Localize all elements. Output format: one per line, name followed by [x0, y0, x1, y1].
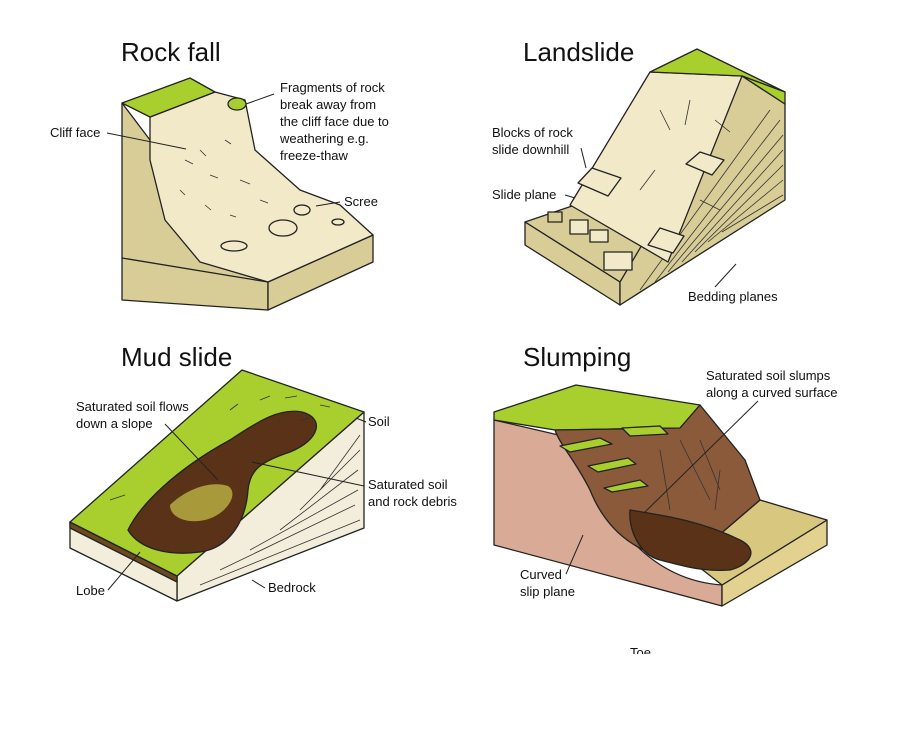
mud-slide-block [69, 369, 365, 602]
toe-label: Toe [630, 645, 651, 660]
rock-block [603, 251, 633, 271]
scree-label: Scree [344, 194, 378, 209]
scree-boulder [331, 218, 345, 226]
cliff-face-label: Cliff face [50, 125, 100, 140]
bedding-planes-leader [714, 263, 737, 288]
blocks-label: Blocks of rock slide downhill [492, 125, 577, 157]
mud-slide-title: Mud slide [121, 342, 232, 372]
mud-flow [127, 410, 317, 554]
rock-block [589, 229, 609, 243]
saturated-flows-leader [164, 423, 219, 481]
rock-block [547, 211, 563, 223]
curved-slip-label: Curved slip plane [520, 567, 575, 599]
scree-boulder [220, 240, 248, 252]
slumping-panel: Slumping Saturated soil slumps along a c… [493, 342, 838, 660]
slumping-block [493, 384, 828, 607]
landslide-title: Landslide [523, 37, 634, 67]
saturated-debris-leader [251, 461, 365, 487]
slide-plane-leader [564, 194, 576, 199]
lobe-leader [107, 551, 141, 591]
scree-leader [315, 201, 341, 207]
saturated-flows-label: Saturated soil flows down a slope [76, 399, 192, 431]
bedrock-leader [251, 579, 266, 589]
bedrock-label: Bedrock [268, 580, 316, 595]
toe-label-clip: Toe [630, 645, 651, 660]
fragments-leader [245, 93, 275, 105]
rock-block [569, 219, 589, 235]
slump-mass [629, 509, 752, 571]
mud-slide-panel: Mud slide Saturated soil flows down a sl… [69, 342, 457, 602]
curved-slip-leader [565, 534, 584, 575]
slumps-leader [644, 400, 759, 513]
landslide-block [524, 48, 786, 306]
soil-leader [355, 417, 367, 423]
scree-boulder [268, 219, 298, 237]
slumping-title: Slumping [523, 342, 631, 372]
scree-boulder [293, 204, 311, 216]
rock-block [685, 151, 725, 176]
cliff-face-leader [106, 132, 187, 150]
rock-block [577, 167, 622, 197]
saturated-debris-label: Saturated soil and rock debris [368, 477, 457, 509]
blocks-leader [580, 147, 587, 169]
saturated-patch [170, 484, 233, 522]
soil-label: Soil [368, 414, 390, 429]
bedding-planes-label: Bedding planes [688, 289, 778, 304]
rock-block [647, 227, 685, 254]
rock-fall-title: Rock fall [121, 37, 221, 67]
landslide-panel: Landslide Blocks of rock slide [492, 37, 786, 306]
rock-fall-block [121, 77, 374, 311]
slide-plane-label: Slide plane [492, 187, 556, 202]
fragments-label: Fragments of rock break away from the cl… [279, 80, 393, 163]
lobe-label: Lobe [76, 583, 105, 598]
rock-fall-panel: Rock fall Cliff face Fragments of rock [50, 37, 393, 311]
rock-fragment [227, 97, 247, 111]
slumps-label: Saturated soil slumps along a curved sur… [706, 368, 838, 400]
